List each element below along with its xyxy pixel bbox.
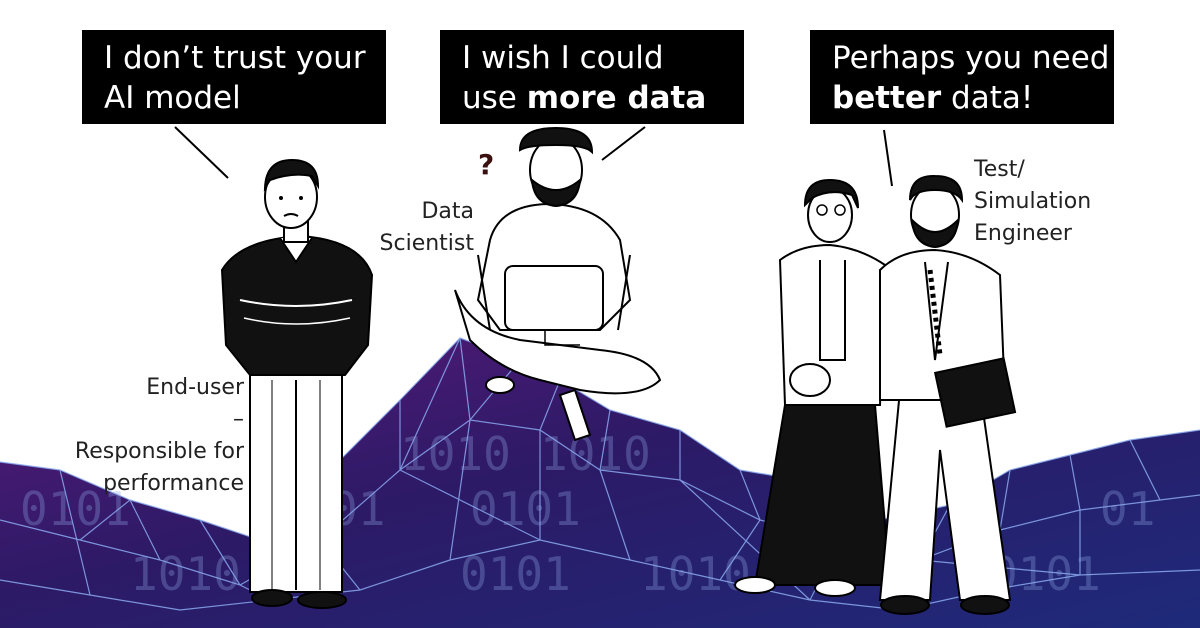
binary-digits: 0101 — [470, 482, 581, 536]
bubble-text-line: use more data — [462, 78, 726, 118]
role-label-line: – — [233, 407, 244, 432]
bubble-text-bold: more data — [526, 80, 707, 116]
binary-digits: 0101 — [460, 547, 571, 601]
end-user-figure — [220, 158, 374, 609]
bubble-text-bold: better — [832, 80, 942, 116]
bubble-text-line: I wish I could — [462, 40, 664, 76]
bubble-text-line: AI model — [104, 80, 241, 116]
role-label-engineer: Test/ Simulation Engineer — [974, 154, 1091, 250]
role-label-line: End-user — [146, 375, 244, 400]
role-label-line: Scientist — [379, 231, 474, 256]
question-mark: ? — [478, 148, 495, 181]
binary-digits: 01 — [1100, 482, 1155, 536]
speech-bubble-data-scientist: I wish I could use more data — [440, 30, 744, 124]
speech-bubble-engineer: Perhaps you need better data! — [810, 30, 1114, 124]
binary-digits: 0101 — [20, 482, 131, 536]
binary-digits: 1010 — [130, 547, 241, 601]
binary-digits: 1010 — [640, 547, 751, 601]
role-label-line: performance — [103, 471, 244, 496]
bubble-text-line: better data! — [832, 78, 1096, 118]
role-label-line: Data — [421, 199, 474, 224]
speech-pointers — [174, 126, 893, 187]
role-label-line: Test/ — [974, 157, 1025, 182]
role-label-data-scientist: Data Scientist — [380, 196, 474, 260]
speech-bubble-end-user: I don’t trust your AI model — [82, 30, 386, 124]
role-label-line: Responsible for — [74, 439, 244, 464]
data-scientist-figure — [454, 126, 662, 442]
bubble-text-plain: use — [462, 80, 527, 116]
role-label-line: Engineer — [974, 221, 1072, 246]
bubble-text-plain: data! — [941, 80, 1034, 116]
role-label-line: Simulation — [974, 189, 1092, 214]
binary-digits: 1010 — [540, 427, 651, 481]
bubble-text-line: I don’t trust your — [104, 40, 366, 76]
role-label-end-user: End-user – Responsible for performance — [75, 372, 244, 500]
engineer-figure — [878, 174, 1017, 615]
bubble-text-line: Perhaps you need — [832, 40, 1110, 76]
binary-digits: 1010 — [400, 427, 511, 481]
